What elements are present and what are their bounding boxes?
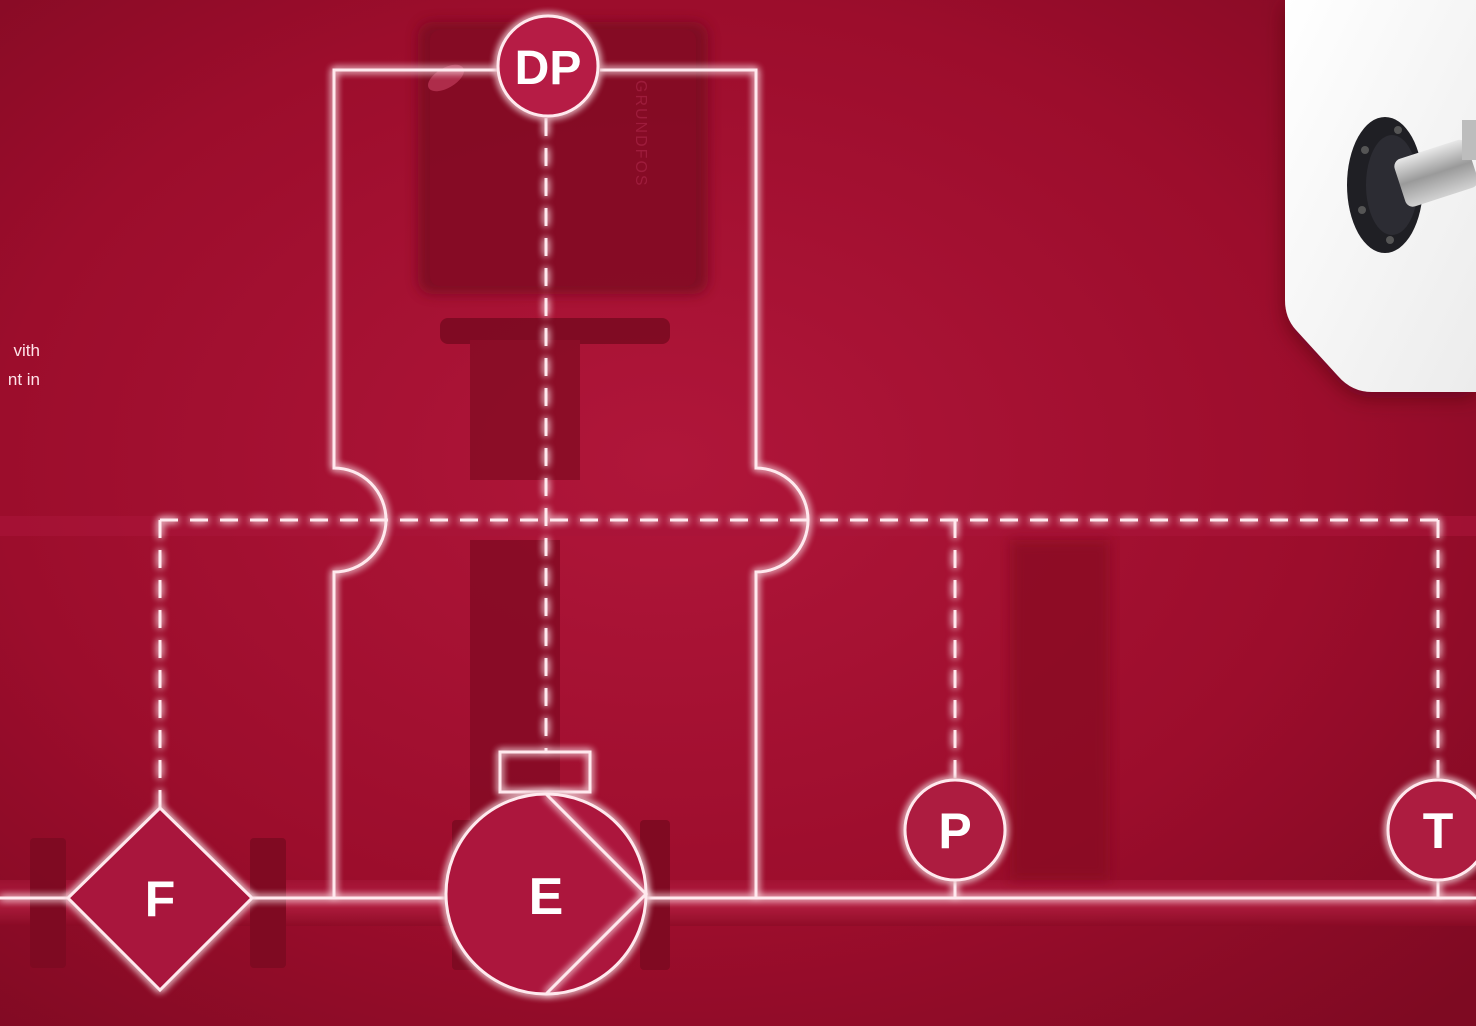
flange-left-2	[250, 838, 286, 968]
symbol-t: T	[1388, 780, 1476, 880]
symbol-p: P	[905, 780, 1005, 880]
symbol-p-label: P	[938, 803, 971, 859]
symbol-e: E	[446, 794, 646, 994]
symbol-dp-label: DP	[515, 42, 582, 95]
pump-brand-text: GRUNDFOS	[632, 80, 649, 188]
caption-line-2: nt in	[0, 365, 40, 394]
caption-line-1: vith	[0, 336, 40, 365]
flange-left-1	[30, 838, 66, 968]
symbol-dp: DP	[498, 16, 598, 116]
dark-column	[1010, 540, 1110, 880]
symbol-e-label: E	[529, 868, 564, 926]
caption-text: vith nt in	[0, 336, 40, 394]
pump-shaft	[470, 340, 580, 480]
symbol-t-label: T	[1423, 803, 1454, 859]
symbol-f-label: F	[145, 871, 176, 927]
